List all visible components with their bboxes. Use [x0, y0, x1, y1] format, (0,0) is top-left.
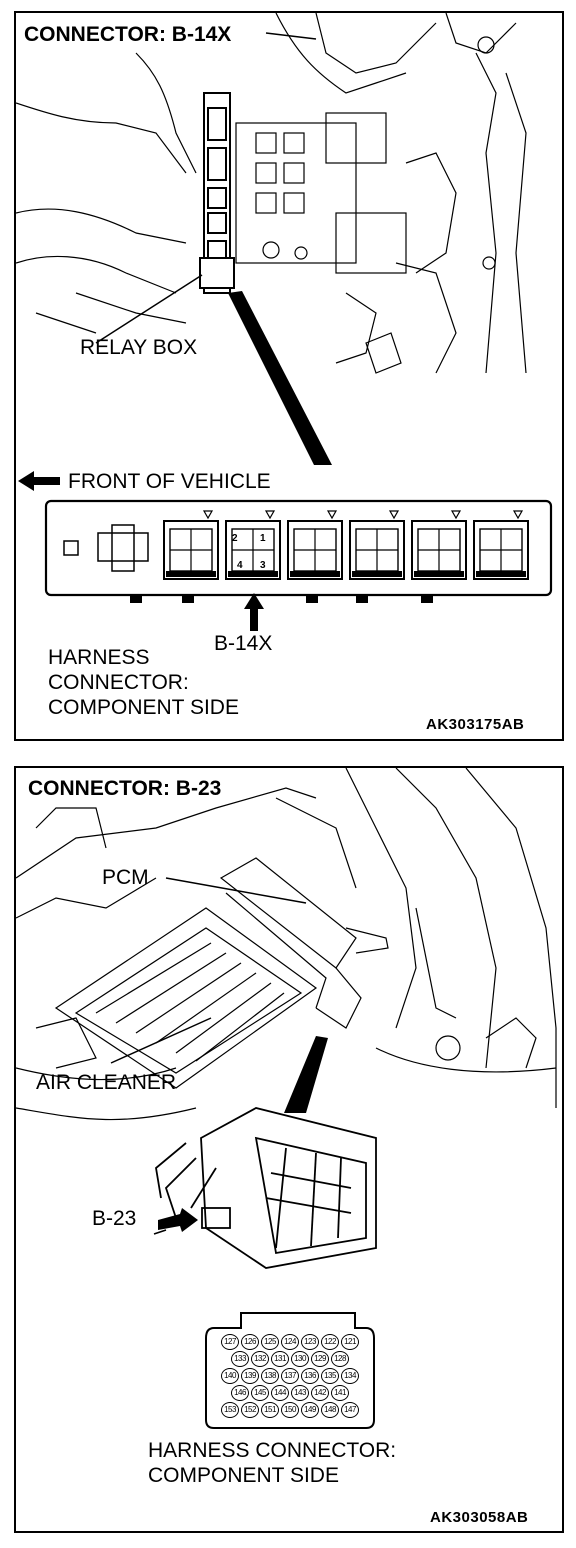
figure-code: AK303058AB	[430, 1509, 529, 1526]
connector-pin: 140	[221, 1368, 239, 1384]
connector-pin: 123	[301, 1334, 319, 1350]
engine-bay-illustration	[16, 13, 553, 631]
harness-label-line: COMPONENT SIDE	[148, 1464, 339, 1487]
connector-cavity	[163, 510, 219, 580]
connector-cavity	[349, 510, 405, 580]
connector-pin: 149	[301, 1402, 319, 1418]
air-cleaner-label: AIR CLEANER	[36, 1071, 177, 1094]
connector-cavity	[473, 510, 529, 580]
connector-pin: 122	[321, 1334, 339, 1350]
harness-label-line: CONNECTOR:	[48, 671, 189, 694]
connector-pin: 135	[321, 1368, 339, 1384]
relay-box-label: RELAY BOX	[80, 336, 198, 359]
connector-pin: 143	[291, 1385, 309, 1401]
connector-pin: 145	[251, 1385, 269, 1401]
connector-pin: 126	[241, 1334, 259, 1350]
harness-label-line: COMPONENT SIDE	[48, 696, 239, 719]
figure-code: AK303175AB	[426, 716, 525, 733]
connector-pin: 136	[301, 1368, 319, 1384]
connector-pin: 151	[261, 1402, 279, 1418]
harness-label-line: HARNESS	[48, 646, 150, 669]
connector-pin: 148	[321, 1402, 339, 1418]
pin-number: 4	[237, 560, 244, 571]
connector-pin: 146	[231, 1385, 249, 1401]
lock-triangle-icon	[450, 510, 462, 520]
connector-b14x-label: B-14X	[214, 632, 273, 655]
connector-pin: 132	[251, 1351, 269, 1367]
lock-triangle-icon	[264, 510, 276, 520]
connector-pin: 144	[271, 1385, 289, 1401]
cavity-graphics	[163, 510, 529, 580]
connector-pin: 121	[341, 1334, 359, 1350]
connector-pin: 138	[261, 1368, 279, 1384]
connector-pin: 152	[241, 1402, 259, 1418]
connector-cavity	[287, 510, 343, 580]
lock-triangle-icon	[512, 510, 524, 520]
connector-pin: 133	[231, 1351, 249, 1367]
pin-number: 1	[260, 533, 267, 544]
front-of-vehicle-label: FRONT OF VEHICLE	[68, 470, 271, 493]
connector-b23-label: B-23	[92, 1207, 137, 1230]
connector-pin: 128	[331, 1351, 349, 1367]
connector-pin: 130	[291, 1351, 309, 1367]
connector-pin: 131	[271, 1351, 289, 1367]
pin-number: 3	[260, 560, 267, 571]
connector-cavity	[411, 510, 467, 580]
pcm-illustration	[16, 768, 557, 1429]
cavity-b14x	[225, 510, 281, 580]
connector-pin: 127	[221, 1334, 239, 1350]
connector-pin: 124	[281, 1334, 299, 1350]
connector-title: CONNECTOR: B-14X	[24, 23, 232, 46]
connector-pin: 139	[241, 1368, 259, 1384]
lock-triangle-icon	[388, 510, 400, 520]
connector-b14x-panel: 2 1 4 3 CONNECTOR: B-14X RELAY BOX FRONT…	[14, 11, 564, 741]
connector-pin: 153	[221, 1402, 239, 1418]
lock-triangle-icon	[202, 510, 214, 520]
connector-pin: 134	[341, 1368, 359, 1384]
connector-pin: 150	[281, 1402, 299, 1418]
connector-pin: 125	[261, 1334, 279, 1350]
connector-pin: 142	[311, 1385, 329, 1401]
connector-pin: 137	[281, 1368, 299, 1384]
connector-pin: 141	[331, 1385, 349, 1401]
lock-triangle-icon	[326, 510, 338, 520]
connector-pin: 129	[311, 1351, 329, 1367]
connector-title: CONNECTOR: B-23	[28, 777, 222, 800]
pcm-label: PCM	[102, 866, 149, 889]
pin-number: 2	[232, 533, 239, 544]
connector-pin: 147	[341, 1402, 359, 1418]
harness-label-line: HARNESS CONNECTOR:	[148, 1439, 397, 1462]
